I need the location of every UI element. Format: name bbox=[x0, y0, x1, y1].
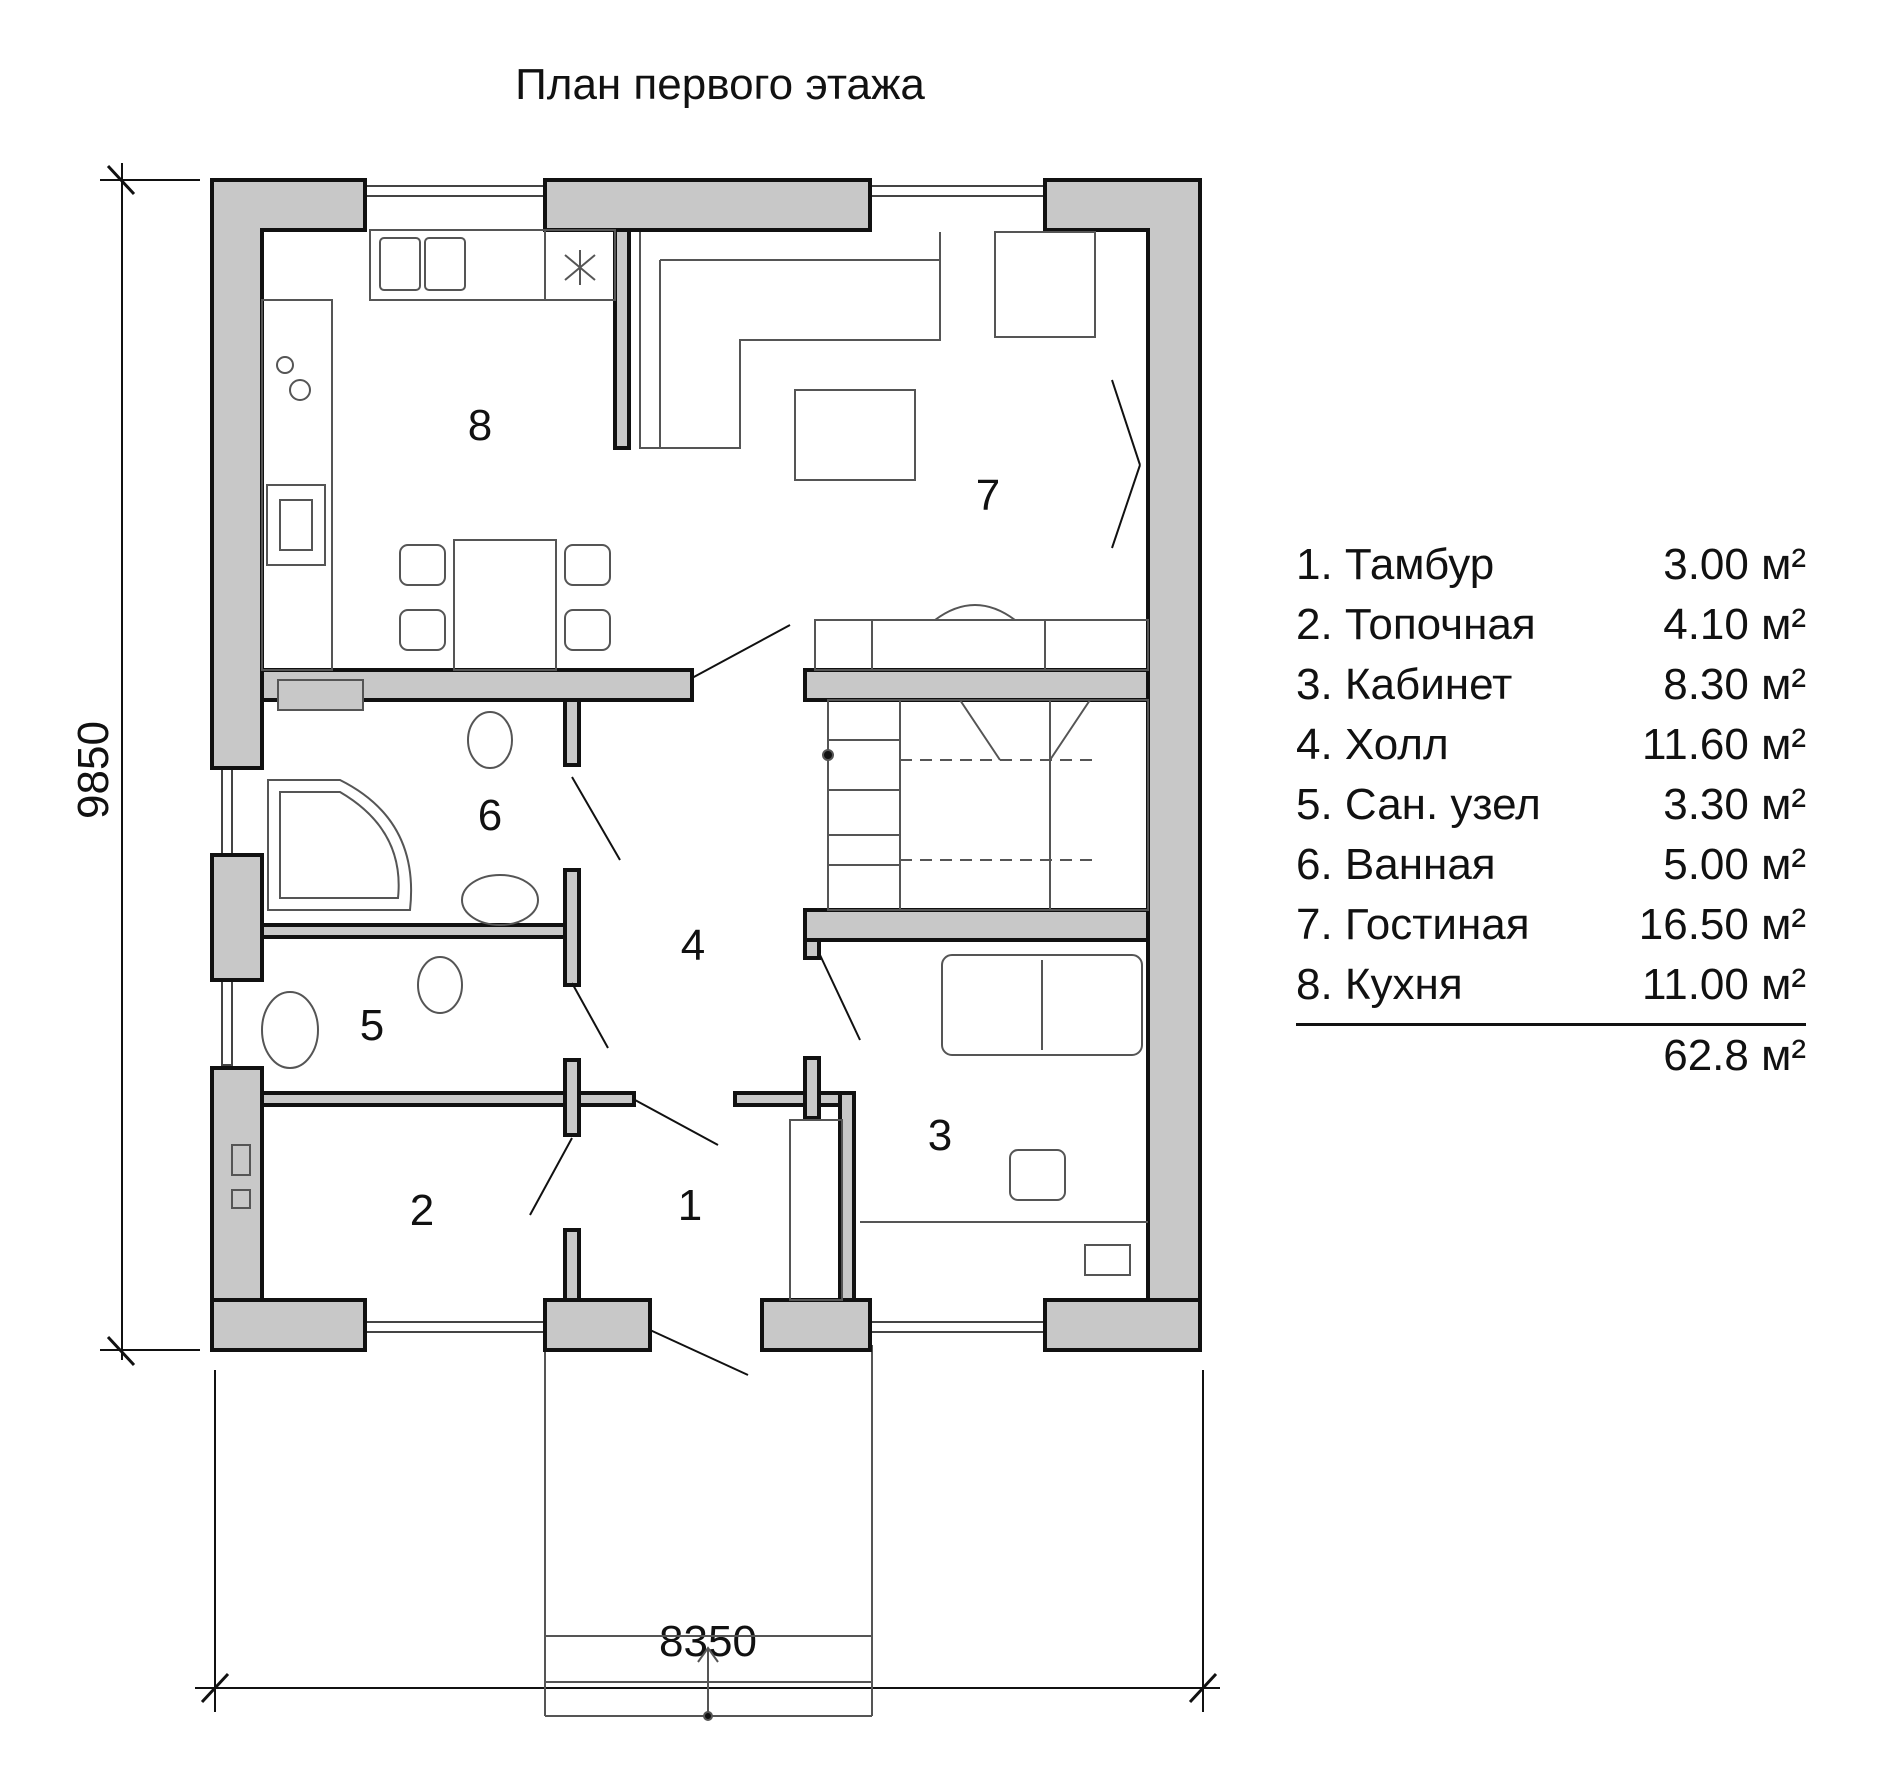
room-number-7: 7 bbox=[976, 471, 1000, 520]
legend-room-area: 11.00 м² bbox=[1642, 960, 1806, 1009]
legend-room-label: 6. Ванная bbox=[1296, 840, 1496, 889]
legend-room-label: 4. Холл bbox=[1296, 720, 1449, 769]
legend-room-area: 16.50 м² bbox=[1638, 900, 1806, 949]
windows bbox=[221, 185, 1046, 1333]
legend-row: 3. Кабинет 8.30 м² bbox=[1296, 655, 1806, 715]
room-number-2: 2 bbox=[410, 1186, 434, 1235]
legend-row: 6. Ванная 5.00 м² bbox=[1296, 835, 1806, 895]
legend-row: 7. Гостиная 16.50 м² bbox=[1296, 895, 1806, 955]
entrance-steps bbox=[544, 1345, 873, 1721]
legend-row: 4. Холл 11.60 м² bbox=[1296, 715, 1806, 775]
legend-row: 2. Топочная 4.10 м² bbox=[1296, 595, 1806, 655]
legend-room-label: 7. Гостиная bbox=[1296, 900, 1530, 949]
legend-row: 1. Тамбур 3.00 м² bbox=[1296, 535, 1806, 595]
legend-room-area: 3.00 м² bbox=[1663, 540, 1806, 589]
room-legend: 1. Тамбур 3.00 м² 2. Топочная 4.10 м² 3.… bbox=[1296, 535, 1806, 1086]
legend-room-label: 8. Кухня bbox=[1296, 960, 1463, 1009]
legend-total-area: 62.8 м² bbox=[1663, 1031, 1806, 1080]
legend-divider bbox=[1296, 1023, 1806, 1026]
room-number-1: 1 bbox=[678, 1181, 702, 1230]
room-number-4: 4 bbox=[681, 921, 705, 970]
legend-room-area: 5.00 м² bbox=[1663, 840, 1806, 889]
walls bbox=[210, 178, 1202, 1352]
bathroom-furniture bbox=[261, 711, 539, 1069]
door-swings bbox=[529, 379, 1141, 1376]
room-number-6: 6 bbox=[478, 791, 502, 840]
room-number-8: 8 bbox=[468, 401, 492, 450]
kitchen-furniture bbox=[261, 229, 616, 711]
legend-room-label: 5. Сан. узел bbox=[1296, 780, 1541, 829]
legend-room-label: 3. Кабинет bbox=[1296, 660, 1513, 709]
legend-room-area: 8.30 м² bbox=[1663, 660, 1806, 709]
legend-room-area: 11.60 м² bbox=[1642, 720, 1806, 769]
office-furniture bbox=[231, 954, 1148, 1301]
legend-room-area: 4.10 м² bbox=[1663, 600, 1806, 649]
legend-row: 8. Кухня 11.00 м² bbox=[1296, 955, 1806, 1015]
living-room-furniture bbox=[639, 231, 1149, 671]
legend-room-label: 2. Топочная bbox=[1296, 600, 1536, 649]
room-number-3: 3 bbox=[928, 1111, 952, 1160]
room-number-5: 5 bbox=[360, 1001, 384, 1050]
legend-row: 5. Сан. узел 3.30 м² bbox=[1296, 775, 1806, 835]
staircase bbox=[822, 699, 1149, 911]
height-dimension-label: 9850 bbox=[69, 721, 118, 819]
legend-room-label: 1. Тамбур bbox=[1296, 540, 1495, 589]
legend-room-area: 3.30 м² bbox=[1663, 780, 1806, 829]
plan-title: План первого этажа bbox=[515, 60, 925, 109]
